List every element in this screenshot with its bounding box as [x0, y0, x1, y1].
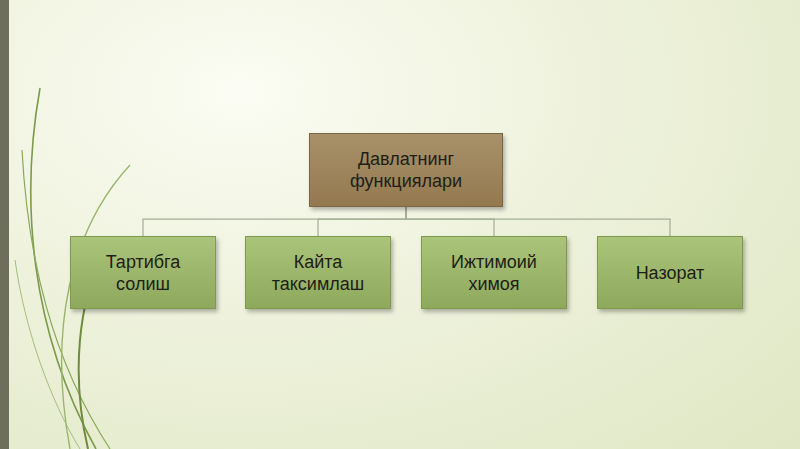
side-strip [0, 0, 9, 449]
box-label: Тартибга солиш [79, 251, 207, 295]
connector [318, 207, 406, 236]
function-box: Кайта таксимлаш [245, 236, 391, 309]
box-label: Ижтимоий химоя [430, 251, 558, 295]
function-box: Тартибга солиш [70, 236, 216, 309]
box-label: Кайта таксимлаш [254, 251, 382, 295]
function-box: Назорат [597, 236, 743, 309]
box-label: Назорат [636, 262, 705, 284]
connector [406, 207, 494, 236]
function-box: Ижтимоий химоя [421, 236, 567, 309]
connector [143, 207, 406, 236]
root-box: Давлатнинг функциялари [309, 133, 503, 207]
connector [406, 207, 670, 236]
box-label: Давлатнинг функциялари [318, 148, 494, 192]
